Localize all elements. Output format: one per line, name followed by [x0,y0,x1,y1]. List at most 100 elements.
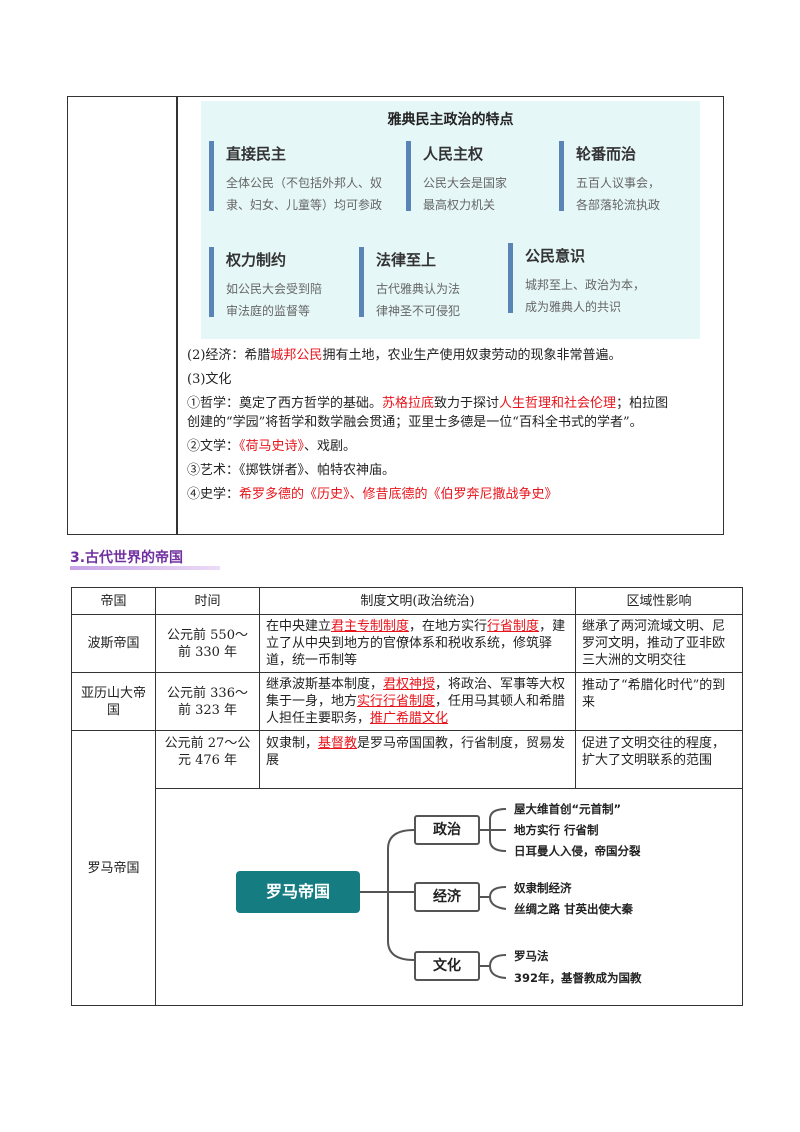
feature-bar [559,141,564,211]
empire-time: 公元前 550～前 330 年 [155,614,260,673]
empire-impact: 促进了文明交往的程度，扩大了文明联系的范围 [575,730,743,789]
table-row: 亚历山大帝国 公元前 336～前 323 年 继承波斯基本制度，君权神授，将政治… [71,672,743,731]
feature-head: 直接民主 [226,145,287,163]
empire-table: 帝国 时间 制度文明(政治统治) 区域性影响 波斯帝国 公元前 550～前 33… [71,587,743,1006]
highlight-segment: 城邦公民 [270,348,323,363]
text-segment: 致力于探讨 [434,396,500,411]
empire-system: 继承波斯基本制度，君权神授，将政治、军事等大权集于一身，地方实行行省制度，任用马… [259,672,576,731]
highlight-segment: 推广希腊文化 [370,711,449,726]
highlight-segment: 行省制度 [487,619,540,634]
table-row: 罗马帝国 政治 经济 文化 屋大维首创“元首制” 地方实行 行省制 日耳曼人入侵… [72,788,743,1006]
text-segment: ，建立了从中央到地方的官僚体系和税收系统，修筑驿道，统一币制等 [266,619,566,668]
leaf-bracket [488,886,507,910]
feature-head: 权力制约 [226,251,287,269]
feature-bar [209,141,214,211]
empire-system: 在中央建立君主专制制度，在地方实行行省制度，建立了从中央到地方的官僚体系和税收系… [259,614,576,673]
section-title: 3.古代世界的帝国 [70,550,184,566]
leaf-bracket [488,954,507,979]
trunk-connector [387,829,415,961]
branch-economy: 经济 [414,882,480,912]
mindmap-connectors [360,808,507,979]
highlight-segment: 君权神授 [383,677,436,692]
empire-time: 公元前 336～前 323 年 [155,672,260,731]
empire-time: 公元前 27～公元 476 年 [155,730,260,789]
mindmap-leaf: 392年，基督教成为国教 [514,971,642,985]
empire-name: 罗马帝国 [71,730,156,1006]
feature-bar [508,243,513,313]
text-segment: 拥有土地，农业生产使用奴隶劳动的现象非常普遍。 [322,348,622,363]
philosophy-line-2: 创建的“学园”将哲学和数学融会贯通；亚里士多德是一位“百科全书式的学者”。 [187,415,643,430]
feature-line: 城邦至上、政治为本， [525,278,646,292]
text-segment: ①哲学：奠定了西方哲学的基础。 [187,396,383,411]
card-title: 雅典民主政治的特点 [387,112,514,128]
feature-head: 轮番而治 [576,145,637,163]
empire-name: 亚历山大帝国 [71,672,156,731]
text-segment: ②文学： [187,439,240,454]
table-row: 罗马帝国 公元前 27～公元 476 年 奴隶制，基督教是罗马帝国国教，行省制度… [71,730,743,1006]
history-line: ④史学：希罗多德的《历史》、修昔底德的《伯罗奔尼撒战争史》 [187,485,558,505]
feature-bar [406,141,411,211]
mindmap-leaf: 罗马法 [514,949,549,963]
highlight-segment: 希罗多德的《历史》、修昔底德的《伯罗奔尼撒战争史》 [239,487,558,502]
mindmap-leaf: 地方实行 行省制 [514,823,599,837]
feature-head: 公民意识 [525,247,586,265]
text-segment: 、戏剧。 [304,439,357,454]
table-row: 波斯帝国 公元前 550～前 330 年 在中央建立君主专制制度，在地方实行行省… [71,614,743,673]
text-segment: 是罗马帝国国教，行省制度，贸易发展 [266,736,566,768]
branch-politics: 政治 [414,815,480,845]
feature-line: 全体公民（不包括外邦人、奴 [226,176,383,190]
literature-line: ②文学：《荷马史诗》、戏剧。 [187,437,356,457]
rome-mindmap: 罗马帝国 政治 经济 文化 屋大维首创“元首制” 地方实行 行省制 日耳曼人入侵… [156,789,742,1005]
feature-line: 成为雅典人的共识 [525,300,622,314]
empire-system: 奴隶制，基督教是罗马帝国国教，行省制度，贸易发展 [259,730,576,789]
feature-line: 最高权力机关 [423,198,496,212]
feature-line: 如公民大会受到陪 [226,282,323,296]
text-segment: ；柏拉图 [616,396,669,411]
top-content-box: 雅典民主政治的特点 直接民主 全体公民（不包括外邦人、奴 隶、妇女、儿童等）均可… [67,96,724,535]
column-divider [176,97,178,534]
highlight-segment: 人生哲理和社会伦理 [499,396,617,411]
table-header-row: 帝国 时间 制度文明(政治统治) 区域性影响 [71,587,743,615]
highlight-segment: 苏格拉底 [382,396,435,411]
highlight-segment: 君主专制制度 [331,619,410,634]
text-segment: ，任用马其顿人和希腊人担任主要职务， [266,694,566,726]
text-segment: ④史学： [187,487,240,502]
section-title-underline [70,566,220,570]
text-segment: 奴隶制， [266,736,319,751]
text-segment: ，将政治、军事等大权集于一身，地方 [266,677,566,709]
mindmap-leaf: 屋大维首创“元首制” [514,802,622,816]
culture-heading: (3)文化 [187,372,232,387]
text-segment: 继承波斯基本制度， [266,677,384,692]
philosophy-line: ①哲学：奠定了西方哲学的基础。苏格拉底致力于探讨人生哲理和社会伦理；柏拉图 [187,394,668,414]
feature-line: 五百人议事会， [576,176,661,190]
feature-line: 律神圣不可侵犯 [376,304,461,318]
mindmap-leaf: 奴隶制经济 [514,881,572,895]
athens-democracy-card: 雅典民主政治的特点 直接民主 全体公民（不包括外邦人、奴 隶、妇女、儿童等）均可… [201,101,700,339]
feature-line: 公民大会是国家 [423,176,508,190]
art-line: ③艺术：《掷铁饼者》、帕特农神庙。 [187,463,396,478]
feature-line: 隶、妇女、儿童等）均可参政 [226,198,383,212]
text-segment: (2)经济：希腊 [187,348,271,363]
text-segment: 在中央建立 [266,619,332,634]
highlight-segment: 《荷马史诗》 [239,439,305,454]
header-cell: 区域性影响 [575,587,743,615]
empire-impact: 推动了“希腊化时代”的到来 [575,672,743,731]
highlight-segment: 基督教 [318,736,358,751]
branch-culture: 文化 [414,951,480,981]
empire-name: 波斯帝国 [71,614,156,673]
mindmap-leaf: 日耳曼人入侵，帝国分裂 [514,844,641,858]
empire-impact: 继承了两河流域文明、尼罗河文明，推动了亚非欧三大洲的文明交往 [575,614,743,673]
feature-head: 法律至上 [376,251,437,269]
highlight-segment: 实行行省制度 [357,694,436,709]
mindmap-cell: 罗马帝国 政治 经济 文化 屋大维首创“元首制” 地方实行 行省制 日耳曼人入侵… [155,788,743,1006]
text-segment: ，在地方实行 [409,619,488,634]
header-cell: 制度文明(政治统治) [259,587,576,615]
feature-head: 人民主权 [423,145,484,163]
mindmap-root: 罗马帝国 [236,871,360,913]
feature-line: 审法庭的监督等 [226,304,311,318]
feature-line: 古代雅典认为法 [376,282,461,296]
header-cell: 帝国 [71,587,156,615]
feature-bar [209,247,214,317]
feature-line: 各部落轮流执政 [576,198,661,212]
feature-bar [359,247,364,317]
